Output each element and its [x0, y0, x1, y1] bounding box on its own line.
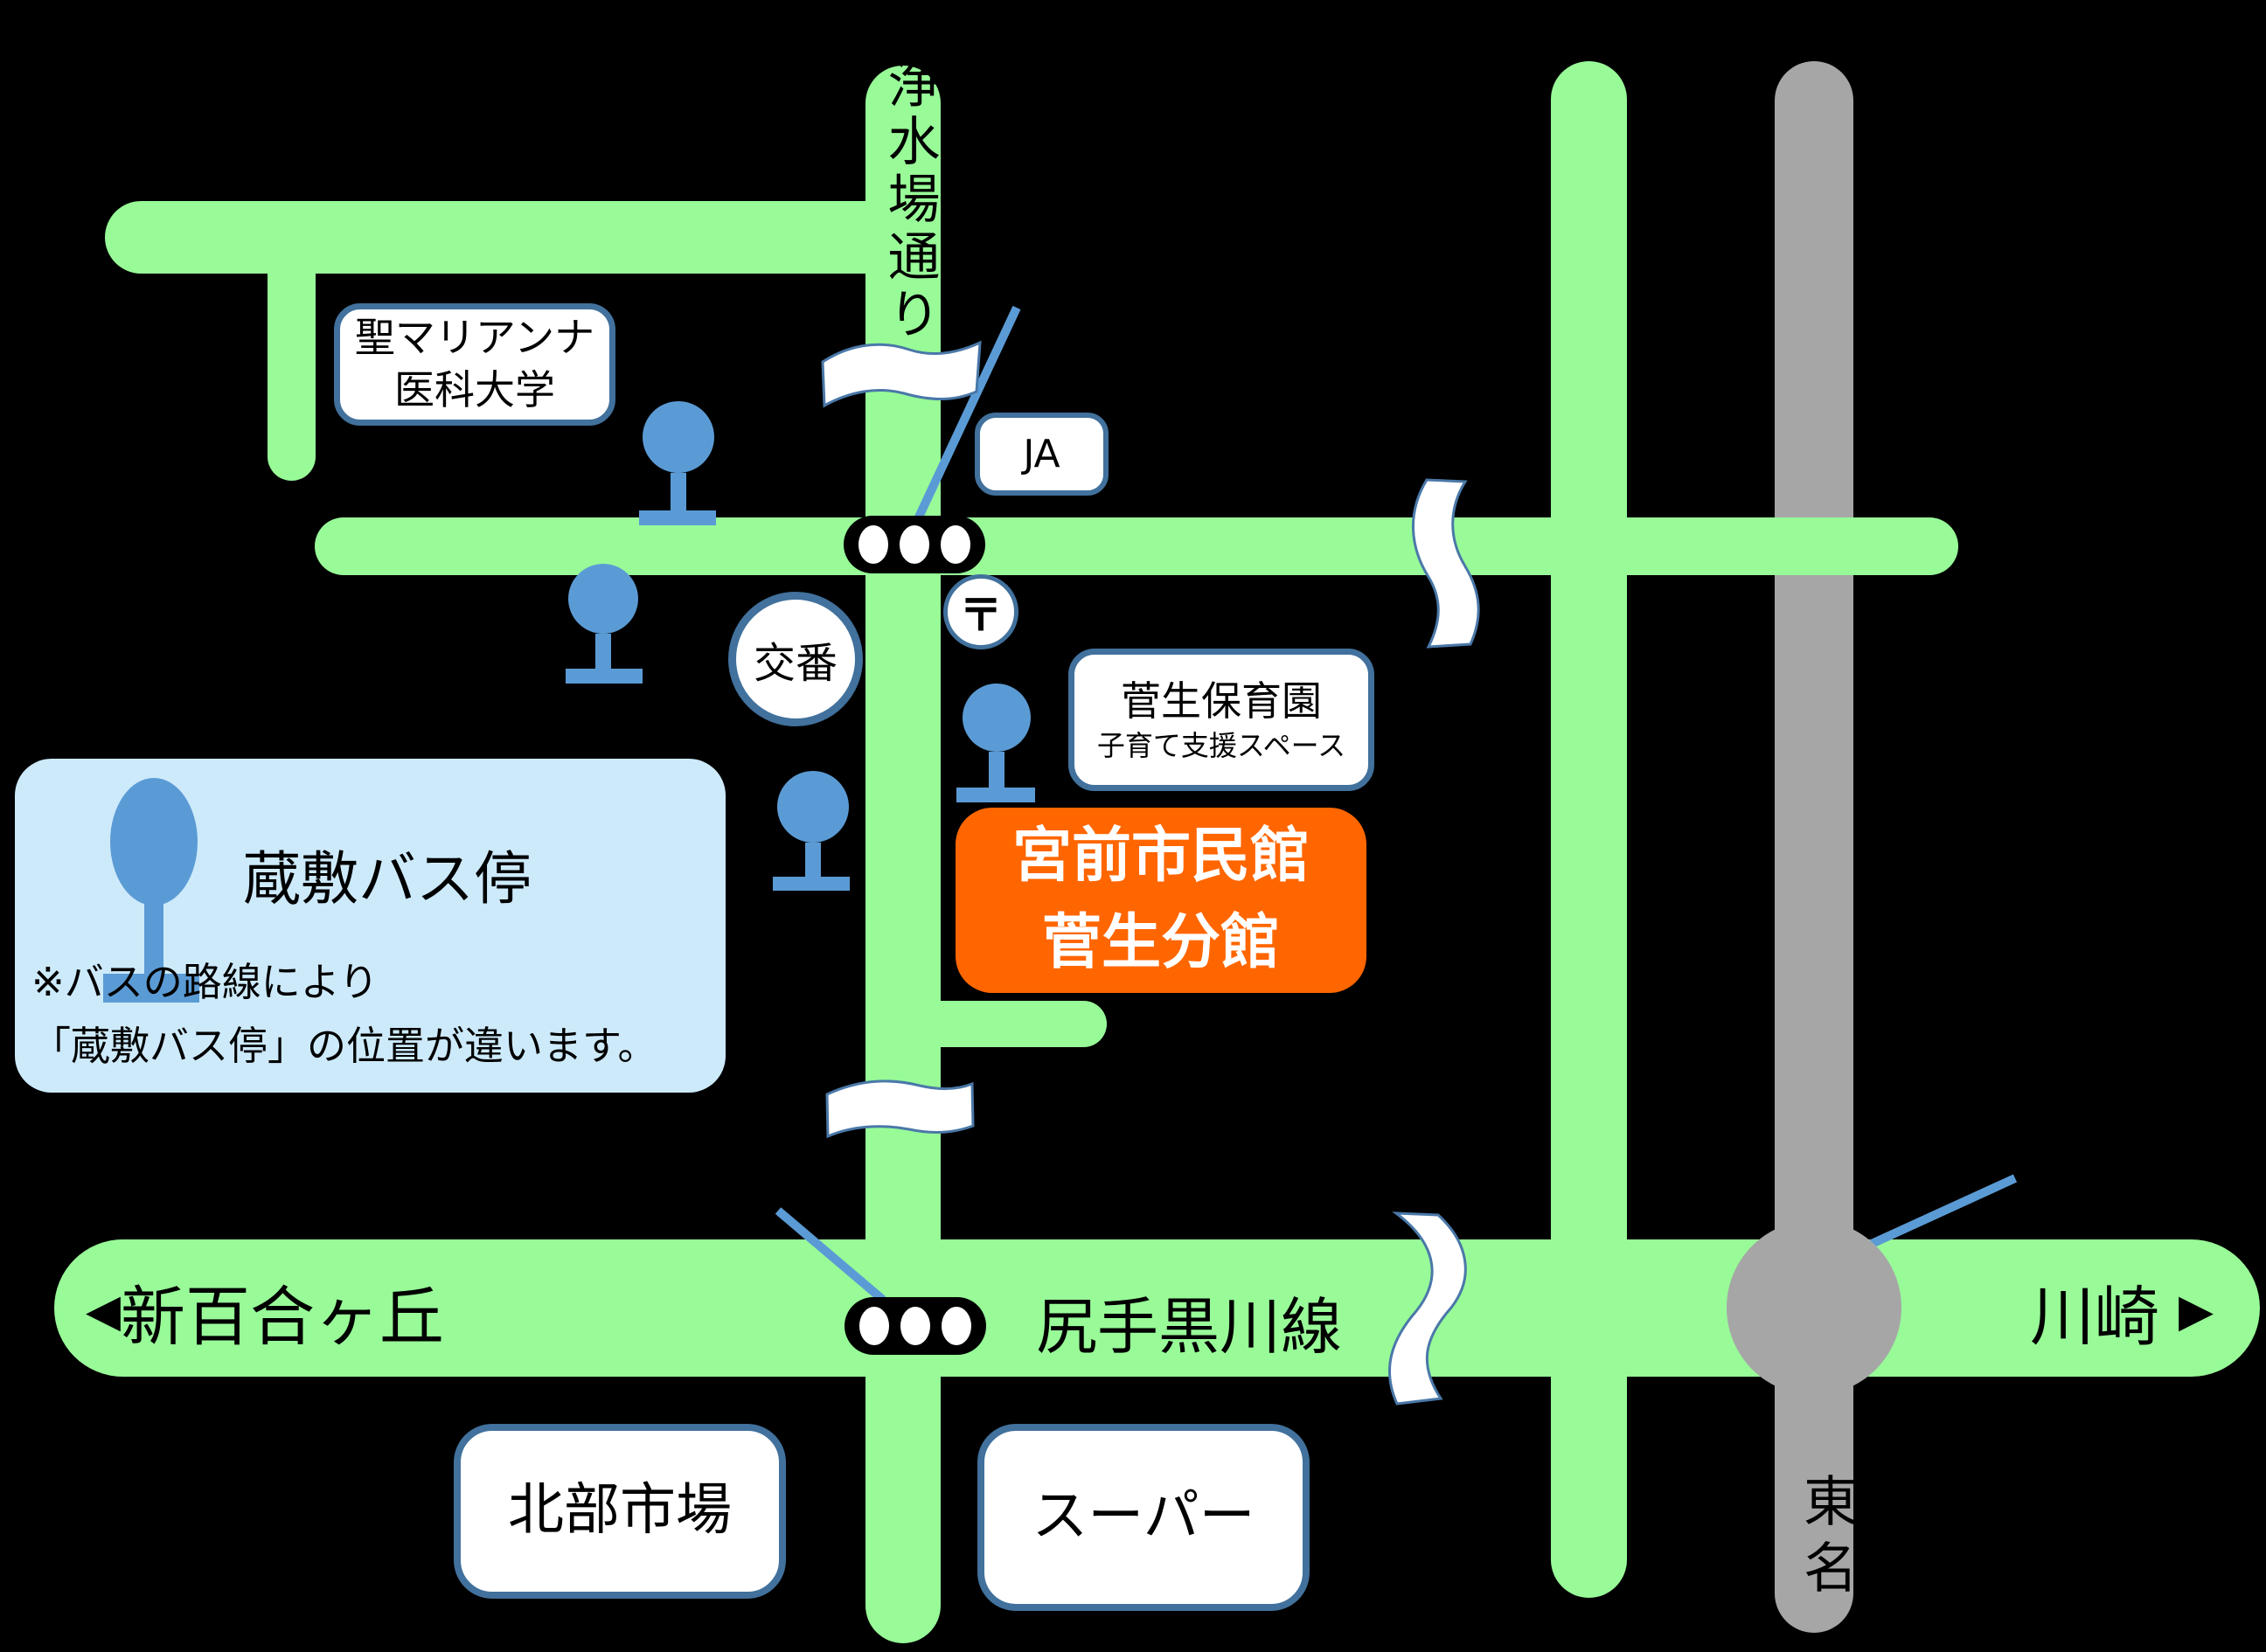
legend-note-line1: ※バスの路線により: [31, 959, 379, 1005]
tomei-expressway-road: [1775, 61, 1853, 1633]
traffic-light-top: [844, 516, 985, 573]
civic-hall-name-line2: 菅生分館: [1041, 908, 1280, 977]
legend-note-line2: 「蔵敷バス停」の位置が違います。: [31, 1023, 657, 1069]
direction-right-label: 川崎: [2030, 1279, 2159, 1355]
post-office-mark: 〒: [959, 590, 1003, 641]
direction-right: 川崎 ▶: [2030, 1276, 2214, 1355]
university-name-line2: 医科大学: [394, 366, 555, 413]
legend-title: 蔵敷バス停: [243, 845, 532, 913]
traffic-light-bottom: [845, 1297, 986, 1355]
nursery-subtitle: 子育て支援スペース: [1096, 728, 1346, 762]
university-name-line1: 聖マリアンナ: [354, 314, 595, 362]
ja-label: JA: [1023, 431, 1060, 476]
direction-left: ◀新百合ヶ丘: [86, 1276, 444, 1355]
nursery-name: 菅生保育園: [1121, 677, 1322, 725]
traffic-light-bulb: [941, 525, 970, 564]
ja-box: JA: [975, 413, 1109, 496]
civic-hall-box: 宮前市民館 菅生分館: [956, 808, 1366, 993]
supermarket-box: スーパー: [977, 1424, 1310, 1611]
right-arrow-icon: ▶: [2179, 1285, 2214, 1337]
traffic-light-bulb: [900, 525, 929, 564]
police-box-circle: 交番: [728, 592, 863, 726]
market-box: 北部市場: [454, 1424, 786, 1599]
middle-road: [315, 517, 1958, 575]
nursery-box: 菅生保育園 子育て支援スペース: [1068, 649, 1374, 791]
market-label: 北部市場: [508, 1478, 732, 1544]
civic-hall-name-line1: 宮前市民館: [1011, 822, 1310, 892]
traffic-light-bulb: [942, 1307, 971, 1345]
traffic-light-bulb: [859, 1307, 889, 1345]
top-left-road-stub: [268, 262, 316, 481]
traffic-light-bulb: [858, 525, 888, 564]
interchange-circle: [1727, 1220, 1901, 1395]
supermarket-label: スーパー: [1032, 1484, 1255, 1550]
left-arrow-icon: ◀: [86, 1285, 121, 1337]
expressway-name: 東名: [1794, 1473, 1858, 1606]
diagonal-road-line-right: [1859, 1174, 2018, 1253]
post-office-circle: 〒: [943, 574, 1018, 649]
vertical-street-name: 浄水場通り: [879, 56, 940, 344]
vertical-road-right: [1551, 61, 1627, 1598]
direction-left-label: 新百合ヶ丘: [121, 1279, 444, 1355]
top-left-road: [105, 201, 870, 274]
traffic-light-bulb: [900, 1307, 930, 1345]
university-box: 聖マリアンナ 医科大学: [334, 303, 615, 426]
police-box-label: 交番: [753, 639, 838, 688]
bottom-road-name: 尻手黒川線: [1036, 1291, 1342, 1363]
hall-access-stub: [941, 1001, 1107, 1047]
